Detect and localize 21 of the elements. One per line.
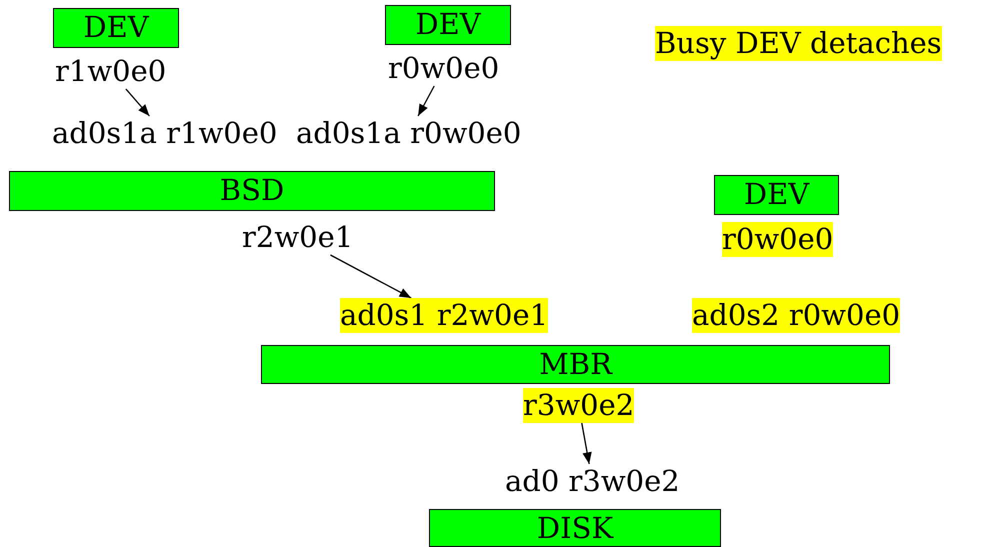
status-text: ad0 r3w0e2 [505, 464, 680, 499]
status-text: ad0s1 r2w0e1 [340, 298, 548, 333]
status-text: ad0s1a r0w0e0 [296, 116, 522, 151]
arrow [330, 254, 412, 299]
arrow [418, 86, 435, 116]
status-text: r2w0e1 [242, 220, 354, 255]
layer-box: DISK [429, 509, 721, 547]
status-text: r1w0e0 [55, 54, 166, 89]
layer-box: DEV [714, 175, 839, 215]
status-text: ad0s2 r0w0e0 [692, 298, 900, 333]
layer-box: DEV [385, 5, 511, 45]
status-text: ad0s1a r1w0e0 [52, 116, 278, 151]
arrow [125, 88, 150, 116]
layer-box: MBR [261, 345, 890, 384]
layer-box: BSD [9, 171, 495, 211]
arrow [581, 422, 592, 464]
status-text: r0w0e0 [388, 51, 500, 86]
status-text: r0w0e0 [722, 222, 834, 257]
status-text: r3w0e2 [523, 388, 634, 423]
caption-text: Busy DEV detaches [655, 26, 942, 61]
layer-box: DEV [53, 8, 179, 48]
